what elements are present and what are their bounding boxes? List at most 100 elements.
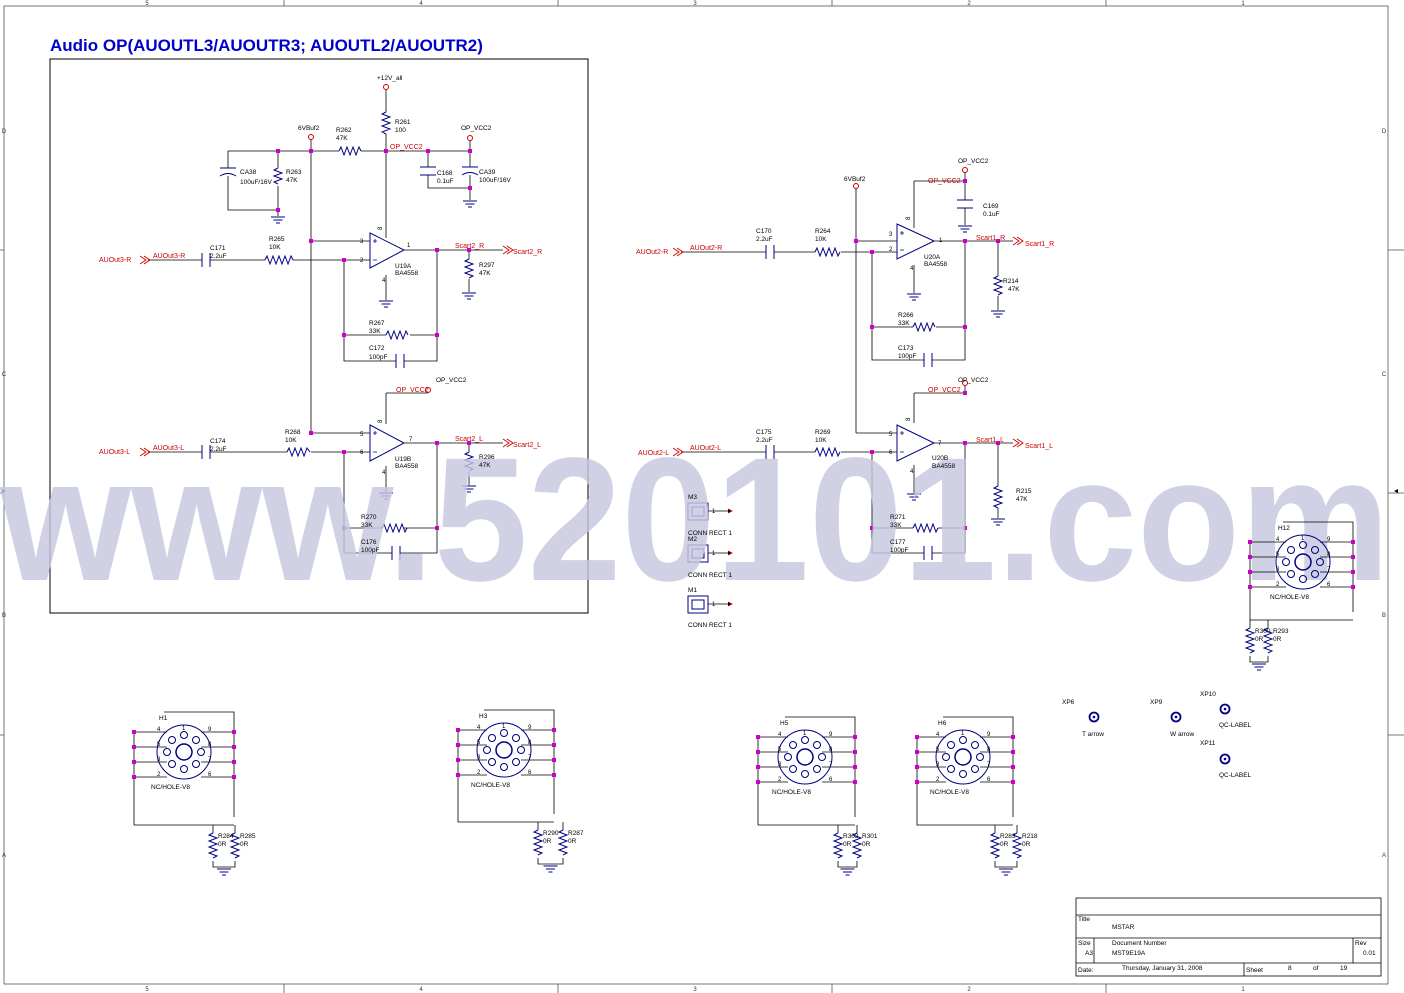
- net-auout2r: AUOut2-R: [690, 245, 722, 252]
- hole-ra-2: R290: [543, 830, 559, 837]
- c176-symbol: [391, 546, 401, 560]
- hole-val-2: NC/HOLE-V8: [471, 782, 510, 789]
- svg-text:R215: R215: [1016, 488, 1032, 495]
- svg-text:A3: A3: [1085, 950, 1093, 957]
- vcc-label-b: OP_VCC2: [958, 158, 989, 165]
- svg-text:2: 2: [157, 772, 161, 778]
- svg-text:7: 7: [528, 755, 532, 761]
- svg-text:1: 1: [182, 726, 186, 732]
- svg-text:2: 2: [889, 247, 893, 253]
- r269-symbol: [814, 446, 841, 458]
- svg-text:4: 4: [778, 732, 782, 738]
- svg-text:6: 6: [528, 770, 532, 776]
- svg-text:BA4558: BA4558: [395, 463, 419, 470]
- r271-symbol: [912, 522, 939, 534]
- row-label-b: B: [2, 613, 6, 619]
- c173-symbol: [923, 353, 933, 367]
- svg-text:6: 6: [829, 777, 833, 783]
- svg-text:Date:: Date:: [1078, 967, 1094, 974]
- offpage-scart1r: Scart1_R: [1025, 241, 1054, 248]
- c171-symbol: [201, 253, 211, 267]
- svg-text:4: 4: [382, 278, 386, 284]
- r263-symbol: [272, 167, 284, 185]
- svg-text:6: 6: [987, 777, 991, 783]
- u20b-symbol: [896, 424, 936, 462]
- col-label-1: 1: [1241, 1, 1245, 7]
- hole-vb-1: 0R: [240, 841, 249, 848]
- row-label-c2: C: [1382, 372, 1387, 378]
- u20a-symbol: [896, 223, 936, 260]
- col-label-3b: 3: [693, 987, 697, 993]
- m3-symbol: [687, 502, 709, 521]
- u19b-symbol: [369, 424, 406, 462]
- svg-text:5: 5: [889, 432, 893, 438]
- net-scart1r: Scart1_R: [976, 235, 1005, 242]
- svg-text:8: 8: [829, 747, 833, 753]
- row-label-d2: D: [1382, 129, 1387, 135]
- r214-symbol: [992, 275, 1004, 296]
- offpage-arrows: [139, 236, 1024, 457]
- r262-symbol: [338, 145, 362, 157]
- col-label-2b: 2: [967, 987, 971, 993]
- components: [201, 111, 1004, 614]
- svg-text:10K: 10K: [269, 244, 281, 251]
- hole-ref-1: H1: [159, 715, 168, 722]
- junction-dots: [276, 149, 1000, 530]
- hole-va-0: 0R: [1255, 636, 1264, 643]
- r297-symbol: [463, 258, 475, 279]
- svg-text:6: 6: [208, 772, 212, 778]
- svg-text:3: 3: [360, 239, 364, 245]
- offpage-scart2r: Scart2_R: [513, 249, 542, 256]
- mounting-holes: H12NC/HOLE-V8R3000RR2930R453298761H1NC/H…: [132, 521, 1355, 876]
- svg-text:BA4558: BA4558: [395, 270, 419, 277]
- svg-text:2.2uF: 2.2uF: [756, 437, 773, 444]
- svg-text:M2: M2: [688, 536, 697, 543]
- svg-text:U20A: U20A: [924, 254, 941, 261]
- svg-text:1: 1: [502, 724, 506, 730]
- svg-text:1: 1: [407, 243, 411, 249]
- svg-text:9: 9: [528, 725, 532, 731]
- svg-text:2: 2: [778, 777, 782, 783]
- svg-text:3: 3: [889, 232, 893, 238]
- svg-text:47K: 47K: [286, 177, 298, 184]
- svg-text:R271: R271: [890, 514, 906, 521]
- svg-text:9: 9: [208, 727, 212, 733]
- svg-text:5: 5: [1276, 552, 1280, 558]
- svg-text:CONN RECT 1: CONN RECT 1: [688, 572, 732, 579]
- svg-text:M1: M1: [688, 587, 697, 594]
- m1-symbol: [687, 595, 709, 614]
- svg-text:1: 1: [961, 731, 965, 737]
- svg-text:R263: R263: [286, 169, 302, 176]
- svg-text:8: 8: [378, 226, 384, 230]
- svg-text:5: 5: [477, 740, 481, 746]
- svg-text:XP11: XP11: [1200, 740, 1216, 747]
- hole-ra-3: R302: [843, 833, 859, 840]
- svg-text:9: 9: [987, 732, 991, 738]
- hole-rb-1: R285: [240, 833, 256, 840]
- vbuf-label-1: 6VBuf2: [298, 125, 320, 132]
- svg-text:0.01: 0.01: [1363, 950, 1376, 957]
- svg-text:5: 5: [157, 742, 161, 748]
- net-opvcc2-c: OP_VCC2: [928, 178, 961, 185]
- svg-text:U20B: U20B: [932, 455, 948, 462]
- u19a-symbol: [369, 232, 406, 269]
- svg-text:100pF: 100pF: [890, 547, 908, 554]
- c172-symbol: [395, 354, 405, 368]
- svg-text:47K: 47K: [1008, 286, 1020, 293]
- svg-text:47K: 47K: [479, 462, 491, 469]
- svg-text:R264: R264: [815, 228, 831, 235]
- net-opvcc2-b: OP_VCC2: [396, 387, 429, 394]
- title-block: Title MSTAR Size A3 Document Number MST9…: [1075, 897, 1382, 977]
- svg-text:R270: R270: [361, 514, 377, 521]
- power-symbols: [308, 84, 968, 393]
- hole-ref-2: H3: [479, 713, 488, 720]
- svg-text:2.2uF: 2.2uF: [756, 236, 773, 243]
- svg-text:MSTAR: MSTAR: [1112, 924, 1135, 931]
- offpage-auout3r: AUOut3-R: [99, 257, 131, 264]
- svg-text:R265: R265: [269, 236, 285, 243]
